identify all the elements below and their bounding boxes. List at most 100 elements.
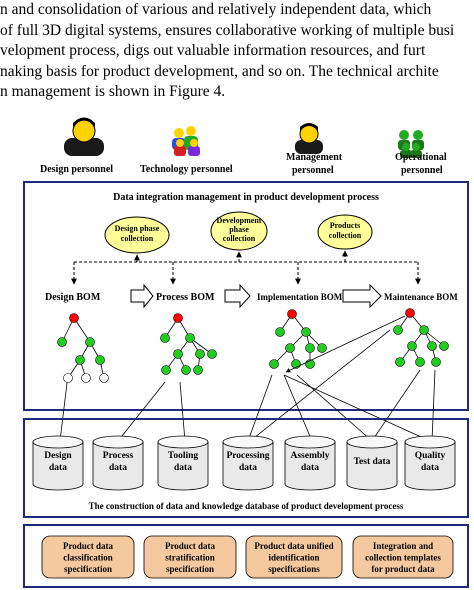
tree-node bbox=[63, 373, 73, 383]
tree-node bbox=[301, 327, 311, 337]
operational-personnel-label-1: Operational bbox=[395, 152, 447, 163]
tree-node bbox=[181, 365, 191, 375]
tree-node bbox=[415, 357, 425, 367]
technology-personnel-label: Technology personnel bbox=[140, 164, 233, 175]
data-cylinders: Design data Process data Tooling data Processi… bbox=[32, 435, 456, 491]
tree-node bbox=[185, 333, 195, 343]
specification-boxes: Product dataclassificationspecificationP… bbox=[41, 535, 454, 579]
cylinder-label: Processing bbox=[226, 451, 269, 461]
design-bom-tree bbox=[57, 313, 109, 383]
cylinder-label: data bbox=[49, 463, 67, 473]
operational-personnel-icon bbox=[398, 130, 424, 158]
collection-design-phase: Design phase collection bbox=[104, 216, 170, 254]
tree-node bbox=[195, 349, 205, 359]
tree-node bbox=[81, 373, 91, 383]
tree-node bbox=[99, 373, 109, 383]
tree-node bbox=[305, 343, 315, 353]
cylinder-label: Process bbox=[103, 451, 134, 461]
tree-node bbox=[395, 357, 405, 367]
database-caption: The construction of data and knowledge d… bbox=[89, 501, 404, 511]
tree-node bbox=[407, 341, 417, 351]
bom-trees bbox=[57, 308, 449, 383]
tree-node bbox=[161, 365, 171, 375]
collection-label: Design phase bbox=[115, 224, 160, 233]
cylinder-label: Tooling bbox=[168, 451, 199, 461]
specification-label: classification bbox=[63, 553, 113, 563]
specification-label: stratification bbox=[165, 553, 215, 563]
cylinder-label: Test data bbox=[354, 457, 391, 467]
paragraph-line: velopment process, digs out valuable inf… bbox=[0, 42, 426, 59]
paragraph-line: naking basis for product development, an… bbox=[0, 62, 439, 80]
integration-title: Data integration management in product d… bbox=[113, 192, 379, 203]
cylinder-design-data: Design data bbox=[32, 435, 84, 491]
tree-node bbox=[57, 337, 67, 347]
bom-flow-arrows bbox=[130, 283, 382, 309]
specification-label: Product data unified bbox=[254, 541, 333, 551]
cylinder-label: data bbox=[421, 463, 439, 473]
collection-development-phase: Development phase collection bbox=[210, 211, 268, 251]
flow-arrow-icon bbox=[342, 283, 382, 309]
bom-maintenance: Maintenance BOM bbox=[384, 292, 458, 302]
tree-node bbox=[275, 327, 285, 337]
tree-node bbox=[173, 349, 183, 359]
technology-personnel-icon bbox=[172, 126, 200, 156]
management-personnel-label-1: Management bbox=[286, 152, 343, 163]
operational-personnel-label-2: personnel bbox=[401, 165, 443, 176]
tree-node bbox=[173, 313, 183, 323]
specification-label: identification bbox=[269, 553, 320, 563]
tree-node bbox=[317, 343, 327, 353]
implementation-bom-tree bbox=[269, 309, 327, 369]
tree-node bbox=[419, 325, 429, 335]
tree-node bbox=[285, 343, 295, 353]
maintenance-bom-tree bbox=[393, 308, 449, 367]
tree-node bbox=[269, 359, 279, 369]
specification-label: Product data bbox=[63, 541, 114, 551]
paragraph-line: n management is shown in Figure 4. bbox=[0, 83, 226, 100]
collection-label: Products bbox=[330, 221, 361, 230]
tree-node bbox=[287, 309, 297, 319]
cylinder-tooling-data: Tooling data bbox=[157, 435, 209, 491]
bom-implementation: Implementation BOM bbox=[257, 292, 343, 302]
cylinder-test-data: Test data bbox=[346, 435, 398, 491]
cylinder-label: Design bbox=[44, 451, 72, 461]
paragraph-line: n and consolidation of various and relat… bbox=[0, 1, 432, 18]
tree-node bbox=[405, 308, 415, 318]
specification-box: Product data unified identificationspecif… bbox=[245, 535, 343, 579]
tree-node bbox=[431, 357, 441, 367]
flow-arrow-icon bbox=[224, 283, 251, 309]
specification-label: specification bbox=[64, 564, 112, 574]
design-personnel-icon bbox=[64, 117, 104, 156]
cylinder-process-data: Process data bbox=[92, 435, 144, 491]
mapping-lines bbox=[58, 315, 436, 442]
integration-frame bbox=[23, 181, 469, 411]
process-bom-tree bbox=[160, 313, 217, 375]
bom-process: Process BOM bbox=[156, 292, 215, 303]
tree-node bbox=[69, 313, 79, 323]
tree-node bbox=[75, 355, 85, 365]
cylinder-label: data bbox=[174, 463, 192, 473]
tree-node bbox=[95, 355, 105, 365]
collection-label: collection bbox=[223, 234, 256, 243]
management-personnel-label-2: personnel bbox=[292, 165, 334, 176]
cylinder-quality-data: Quality data bbox=[404, 435, 456, 491]
collection-label: Development bbox=[217, 216, 262, 225]
collection-bracket bbox=[71, 250, 421, 285]
collection-label: phase bbox=[229, 225, 249, 234]
cylinder-label: data bbox=[109, 463, 127, 473]
bom-design: Design BOM bbox=[45, 292, 101, 303]
collection-products: Products collection bbox=[317, 214, 373, 250]
collection-label: collection bbox=[121, 234, 154, 243]
tree-node bbox=[207, 349, 217, 359]
tree-node bbox=[193, 365, 203, 375]
flow-arrow-icon bbox=[130, 283, 154, 309]
specification-label: collection templates bbox=[365, 553, 441, 563]
cylinder-label: Quality bbox=[415, 451, 446, 461]
specification-label: Product data bbox=[165, 541, 216, 551]
specification-label: specifications bbox=[268, 564, 320, 574]
